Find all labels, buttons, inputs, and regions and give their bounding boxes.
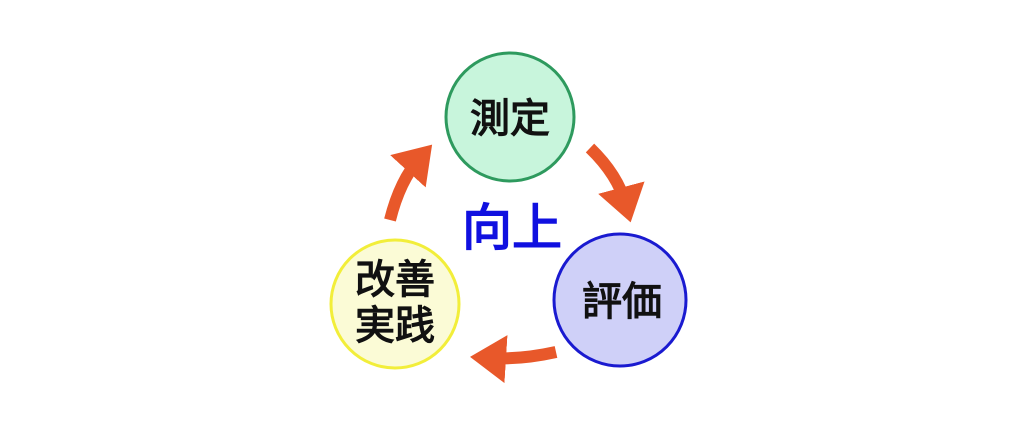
arrow-measure-to-evaluate [585, 143, 645, 223]
arrow-evaluate-to-improve [470, 335, 558, 384]
center-label: 向上 [462, 199, 562, 257]
evaluate-label: 評価 [582, 279, 662, 325]
measure-label: 測定 [470, 96, 550, 142]
node-measure: 測定 [444, 51, 576, 183]
measure-circle [444, 51, 576, 183]
improve-circle [329, 238, 461, 370]
improve-label-line1: 改善 [355, 257, 435, 303]
improve-label-line2: 実践 [355, 303, 435, 349]
arrow-improve-to-measure [384, 144, 433, 222]
node-evaluate: 評価 [552, 232, 688, 368]
node-improve: 改善 実践 [329, 238, 461, 370]
evaluate-circle [552, 232, 688, 368]
